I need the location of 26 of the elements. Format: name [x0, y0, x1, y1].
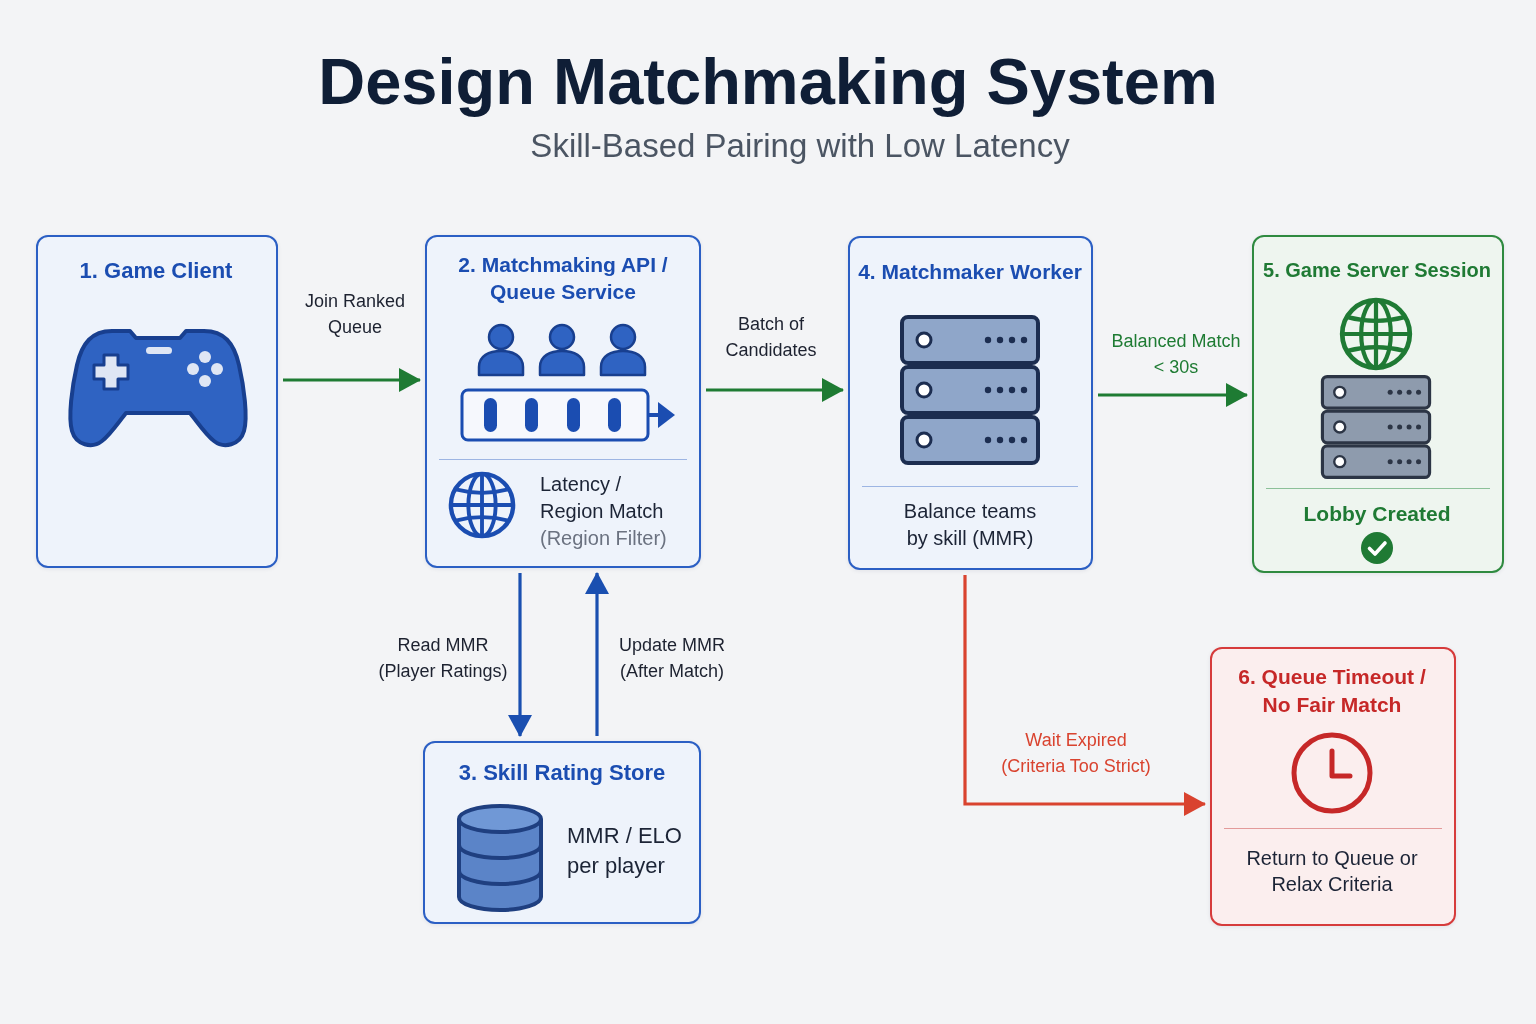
arrow — [508, 573, 532, 737]
node-text: MMR / ELO per player — [567, 822, 683, 880]
process-box — [848, 236, 1093, 570]
node-note: (Region Filter) — [540, 526, 668, 551]
node-title: 5. Game Server Session — [1262, 258, 1492, 283]
node-text: Return to Queue or Relax Criteria — [1245, 846, 1419, 897]
arrow — [706, 378, 844, 402]
status-text: Lobby Created — [1302, 501, 1452, 527]
node-title: 6. Queue Timeout / No Fair Match — [1237, 664, 1427, 718]
arrow — [585, 572, 609, 736]
node-title: 3. Skill Rating Store — [457, 759, 667, 787]
node-text: Balance teams by skill (MMR) — [902, 499, 1038, 551]
process-box — [36, 235, 278, 568]
process-box — [1210, 647, 1456, 926]
node-title: 4. Matchmaker Worker — [857, 259, 1083, 285]
arrow — [963, 575, 1206, 816]
arrow — [283, 368, 421, 392]
diagram-title: Design Matchmaking System — [318, 46, 1218, 118]
arrow — [1098, 383, 1248, 407]
node-title: 2. Matchmaking API / Queue Service — [457, 252, 669, 305]
subtitle: Skill-Based Pairing with Low Latency — [530, 126, 1070, 166]
node-text: Latency / Region Match — [540, 472, 665, 524]
node-title: 1. Game Client — [78, 257, 234, 285]
process-box — [423, 741, 701, 924]
process-box — [1252, 235, 1504, 573]
process-box — [425, 235, 701, 568]
